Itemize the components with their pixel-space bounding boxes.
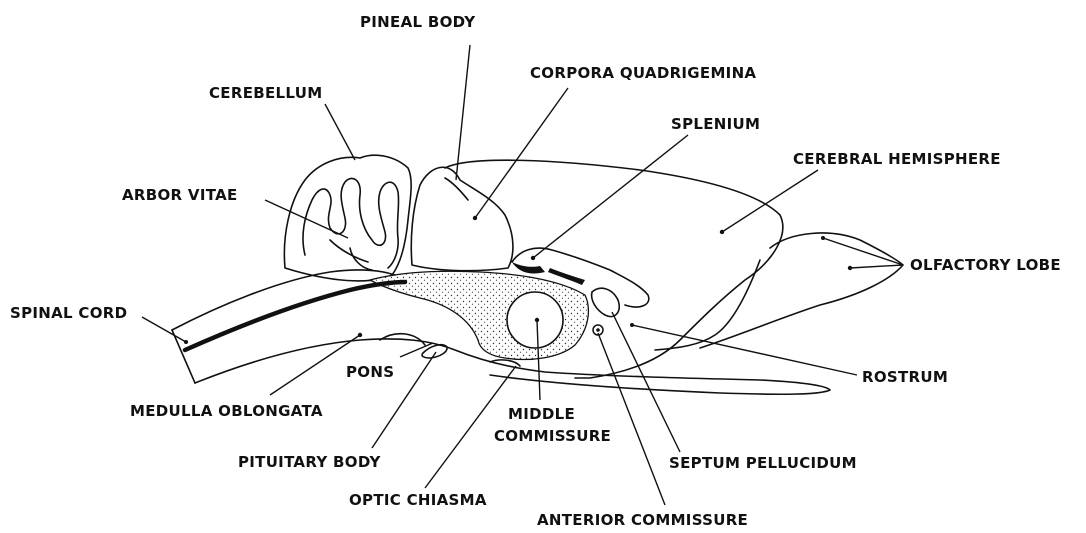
leader-splenium	[533, 135, 688, 258]
leader-pineal	[456, 45, 470, 180]
leader-olfactory-b	[850, 265, 903, 268]
leader-cerebellum	[325, 104, 355, 160]
label-pituitary-body: PITUITARY BODY	[238, 453, 382, 471]
label-medulla-oblongata: MEDULLA OBLONGATA	[130, 402, 323, 420]
dot-olfactory-2	[821, 236, 825, 240]
label-arbor-vitae: ARBOR VITAE	[122, 186, 238, 204]
label-optic-chiasma: OPTIC CHIASMA	[349, 491, 487, 509]
dot-medulla	[358, 333, 362, 337]
olfactory-inner-line	[655, 260, 760, 350]
label-middle-commissure-2: COMMISSURE	[494, 427, 611, 445]
label-splenium: SPLENIUM	[671, 115, 760, 133]
dot-middle	[535, 318, 539, 322]
spinal-cord-end	[172, 330, 195, 383]
label-cerebral-hemisphere: CEREBRAL HEMISPHERE	[793, 150, 1001, 168]
dot-cerebral	[720, 230, 724, 234]
corpora-quadrigemina-shape	[411, 167, 513, 270]
dot-rostrum	[630, 323, 634, 327]
leader-corpora	[475, 88, 568, 218]
leader-arbor	[265, 200, 348, 238]
pineal-shape	[445, 178, 468, 200]
dot-spinal	[184, 340, 188, 344]
brain-drawing	[172, 155, 903, 394]
olfactory-lobe-shape	[700, 233, 903, 348]
leader-cerebral	[722, 170, 818, 232]
anterior-commissure-core	[596, 328, 600, 332]
label-spinal-cord: SPINAL CORD	[10, 304, 127, 322]
dot-corpora	[473, 216, 477, 220]
label-pons: PONS	[346, 363, 394, 381]
arbor-vitae-branch	[330, 240, 372, 270]
dot-olfactory	[848, 266, 852, 270]
leader-pons	[400, 343, 433, 357]
label-corpora-quadrigemina: CORPORA QUADRIGEMINA	[530, 64, 756, 82]
label-olfactory-lobe: OLFACTORY LOBE	[910, 256, 1061, 274]
dot-splenium	[531, 256, 535, 260]
label-pineal-body: PINEAL BODY	[360, 13, 476, 31]
leader-spinal	[142, 317, 186, 342]
label-septum-pellucidum: SEPTUM PELLUCIDUM	[669, 454, 857, 472]
label-cerebellum: CEREBELLUM	[209, 84, 322, 102]
label-middle-commissure-1: MIDDLE	[508, 405, 575, 423]
label-anterior-commissure: ANTERIOR COMMISSURE	[537, 511, 748, 529]
septum-pellucidum-shape	[592, 288, 620, 316]
label-rostrum: ROSTRUM	[862, 368, 948, 386]
brainstem-outline	[172, 270, 395, 330]
